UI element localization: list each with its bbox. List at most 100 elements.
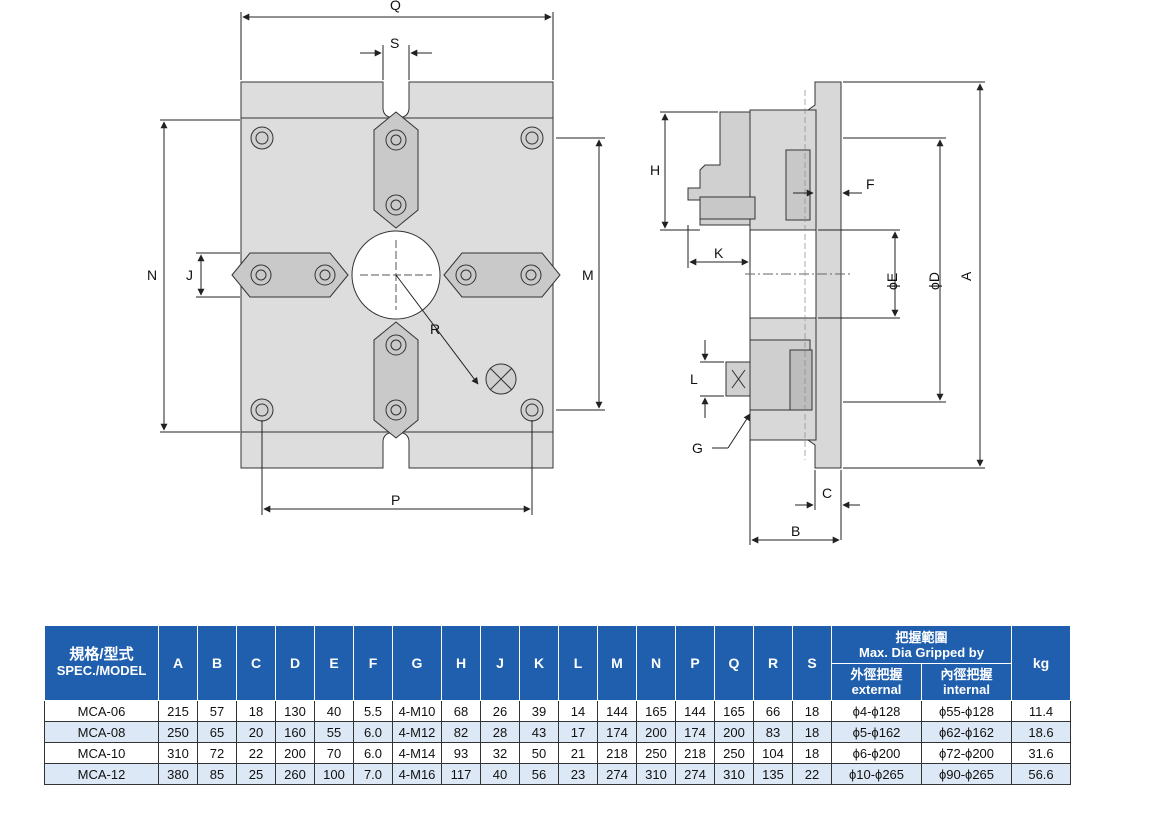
dim-label-p: P xyxy=(391,492,400,508)
table-cell: 72 xyxy=(197,742,237,764)
col-header: G xyxy=(392,625,442,701)
table-cell: 250 xyxy=(636,742,676,764)
col-header: K xyxy=(519,625,559,701)
table-cell: 17 xyxy=(558,721,598,743)
internal-header-zh: 內徑把握 xyxy=(940,667,993,682)
col-header: J xyxy=(480,625,520,701)
table-cell: 274 xyxy=(597,763,637,785)
table-cell: 260 xyxy=(275,763,315,785)
table-cell: 310 xyxy=(158,742,198,764)
table-cell: 165 xyxy=(714,700,754,722)
col-header: D xyxy=(275,625,315,701)
col-header: B xyxy=(197,625,237,701)
table-cell: 39 xyxy=(519,700,559,722)
spec-table: 規格/型式 SPEC./MODEL A B C D E F G H J K L … xyxy=(44,625,1071,785)
col-header: A xyxy=(158,625,198,701)
table-cell: 4-M10 xyxy=(392,700,442,722)
table-cell: 55 xyxy=(314,721,354,743)
table-cell: ϕ5-ϕ162 xyxy=(831,721,922,743)
table-cell: 4-M16 xyxy=(392,763,442,785)
table-cell: 18 xyxy=(792,721,832,743)
table-cell: 165 xyxy=(636,700,676,722)
table-cell: 250 xyxy=(714,742,754,764)
table-cell: 218 xyxy=(597,742,637,764)
col-header: R xyxy=(753,625,793,701)
table-cell: 32 xyxy=(480,742,520,764)
table-cell: 144 xyxy=(597,700,637,722)
technical-drawing: Q S N J M R P xyxy=(147,0,985,545)
table-cell: 56.6 xyxy=(1011,763,1071,785)
grip-header-zh: 把握範圍 xyxy=(895,629,948,645)
table-cell: 6.0 xyxy=(353,721,393,743)
table-cell: 21 xyxy=(558,742,598,764)
dim-label-h: H xyxy=(650,162,660,178)
dim-label-d: ϕD xyxy=(926,272,942,290)
table-cell: 14 xyxy=(558,700,598,722)
table-cell: ϕ4-ϕ128 xyxy=(831,700,922,722)
col-header: M xyxy=(597,625,637,701)
table-cell: 23 xyxy=(558,763,598,785)
table-cell: ϕ90-ϕ265 xyxy=(921,763,1012,785)
dim-label-m: M xyxy=(582,267,594,283)
model-header-en: SPEC./MODEL xyxy=(56,663,147,678)
table-cell: ϕ6-ϕ200 xyxy=(831,742,922,764)
col-header: S xyxy=(792,625,832,701)
table-cell: 218 xyxy=(675,742,715,764)
table-cell: 26 xyxy=(480,700,520,722)
dim-label-q: Q xyxy=(390,0,401,13)
table-cell: 20 xyxy=(236,721,276,743)
table-cell: 200 xyxy=(714,721,754,743)
table-cell: 100 xyxy=(314,763,354,785)
table-cell: 50 xyxy=(519,742,559,764)
table-cell: 5.5 xyxy=(353,700,393,722)
table-cell: 65 xyxy=(197,721,237,743)
table-cell: 215 xyxy=(158,700,198,722)
table-cell: 200 xyxy=(636,721,676,743)
table-cell: 31.6 xyxy=(1011,742,1071,764)
table-cell: 68 xyxy=(441,700,481,722)
col-header: L xyxy=(558,625,598,701)
table-cell: 6.0 xyxy=(353,742,393,764)
jaws xyxy=(231,111,561,439)
table-cell: ϕ55-ϕ128 xyxy=(921,700,1012,722)
table-cell: 11.4 xyxy=(1011,700,1071,722)
table-cell: 310 xyxy=(714,763,754,785)
table-cell: MCA-06 xyxy=(44,700,159,722)
table-cell: 380 xyxy=(158,763,198,785)
table-cell: 18.6 xyxy=(1011,721,1071,743)
external-header-en: external xyxy=(851,682,902,697)
table-cell: 83 xyxy=(753,721,793,743)
table-cell: 82 xyxy=(441,721,481,743)
table-cell: 93 xyxy=(441,742,481,764)
table-cell: ϕ72-ϕ200 xyxy=(921,742,1012,764)
dim-label-r: R xyxy=(430,321,440,337)
dim-label-n: N xyxy=(147,267,157,283)
table-cell: 130 xyxy=(275,700,315,722)
dim-label-b: B xyxy=(791,523,800,539)
table-cell: 25 xyxy=(236,763,276,785)
dim-label-f: F xyxy=(866,176,875,192)
dim-label-j: J xyxy=(186,267,193,283)
table-cell: 66 xyxy=(753,700,793,722)
table-cell: 117 xyxy=(441,763,481,785)
table-cell: 18 xyxy=(792,742,832,764)
table-cell: 70 xyxy=(314,742,354,764)
dim-label-a: A xyxy=(958,271,974,281)
dim-label-c: C xyxy=(822,485,832,501)
external-header-zh: 外徑把握 xyxy=(850,667,903,682)
side-view: H F K ϕE ϕD A L G C B xyxy=(650,81,985,545)
table-cell: 135 xyxy=(753,763,793,785)
table-cell: MCA-08 xyxy=(44,721,159,743)
table-cell: 104 xyxy=(753,742,793,764)
table-cell: 18 xyxy=(236,700,276,722)
dim-label-s: S xyxy=(390,35,399,51)
table-cell: 4-M12 xyxy=(392,721,442,743)
col-header: E xyxy=(314,625,354,701)
table-cell: 250 xyxy=(158,721,198,743)
external-header: 外徑把握 external xyxy=(831,663,922,701)
table-cell: 310 xyxy=(636,763,676,785)
